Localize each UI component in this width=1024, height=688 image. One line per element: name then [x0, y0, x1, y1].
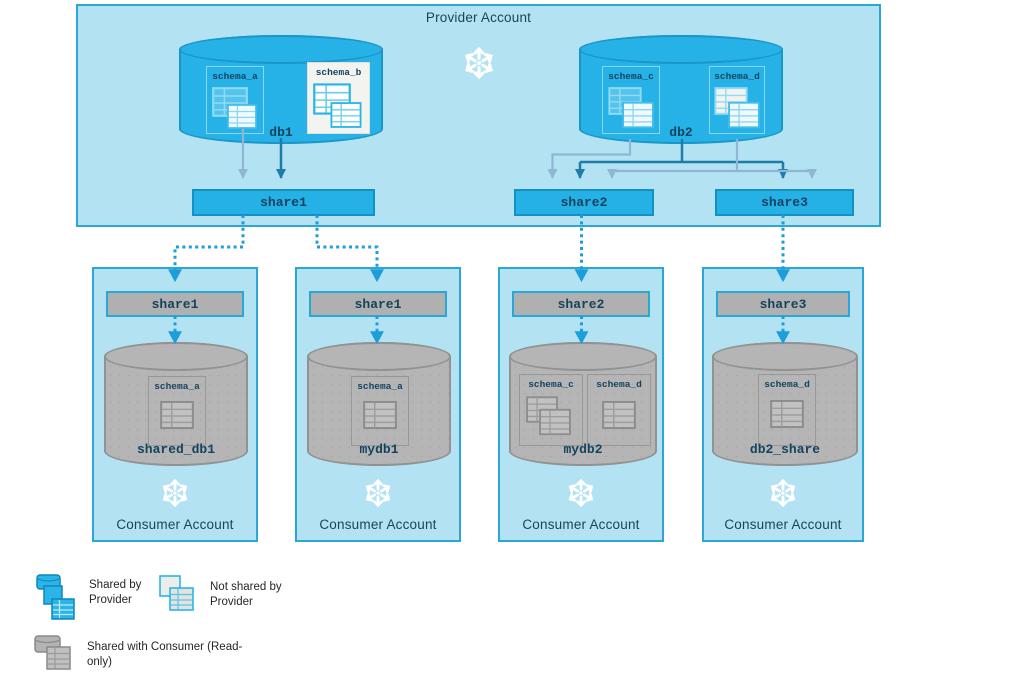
schema-d-label: schema_d	[596, 379, 642, 390]
legend-item-shared-by-provider: Shared by Provider	[33, 572, 169, 622]
table-stack-icon	[520, 391, 582, 445]
schema-a-label: schema_a	[357, 381, 403, 392]
snowflake-icon	[363, 478, 393, 508]
database-shared-db1: schema_a shared_db1	[104, 342, 248, 466]
schema-c-label: schema_c	[528, 379, 574, 390]
provider-account-box: Provider Account schema_a schema_b db1	[76, 4, 881, 227]
consumer-account-4-box: share3 schema_d db2_share Consumer Accou…	[702, 267, 864, 542]
legend-label: Not shared by Provider	[210, 581, 282, 608]
table-icon	[759, 391, 815, 445]
legend-label: Shared with Consumer (Read-only)	[87, 641, 243, 668]
share3-provider-box: share3	[715, 189, 854, 216]
share2-consumer-box: share2	[512, 291, 650, 317]
schema-a-consumer-box: schema_a	[148, 376, 206, 446]
consumer-account-title: Consumer Account	[116, 517, 234, 532]
schema-d-label: schema_d	[764, 379, 810, 390]
consumer-account-2-box: share1 schema_a mydb1 Consumer Account	[295, 267, 461, 542]
schema-c-provider-box: schema_c	[602, 66, 660, 134]
share1-consumer-box: share1	[309, 291, 447, 317]
db2-label: db2	[669, 125, 693, 140]
provider-account-title: Provider Account	[425, 10, 532, 25]
schema-d-consumer-box: schema_d	[758, 374, 816, 446]
mydb1-label: mydb1	[359, 442, 399, 457]
schema-d-consumer-box: schema_d	[587, 374, 651, 446]
schema-a-provider-box: schema_a	[206, 66, 264, 134]
table-icon	[588, 391, 650, 445]
schema-a-label: schema_a	[154, 381, 200, 392]
consumer-account-title: Consumer Account	[522, 517, 640, 532]
consumer-account-title: Consumer Account	[319, 517, 437, 532]
database-db2-share: schema_d db2_share	[712, 342, 858, 466]
schema-a-consumer-box: schema_a	[351, 376, 409, 446]
not-shared-by-provider-icon	[159, 575, 194, 611]
schema-d-label: schema_d	[714, 71, 760, 82]
snowflake-icon	[462, 46, 496, 80]
shared-by-provider-icon	[36, 574, 75, 620]
legend-item-not-shared-by-provider: Not shared by Provider	[158, 574, 315, 618]
snowflake-icon	[160, 478, 190, 508]
db2-share-label: db2_share	[749, 442, 821, 457]
table-icon	[352, 393, 408, 445]
shared-with-consumer-icon	[34, 635, 71, 670]
schema-c-consumer-box: schema_c	[519, 374, 583, 446]
db1-label: db1	[269, 125, 293, 140]
consumer-account-1-box: share1 schema_a shared_db1 Consumer Acco…	[92, 267, 258, 542]
shared-db1-label: shared_db1	[136, 442, 215, 457]
share2-provider-box: share2	[514, 189, 654, 216]
schema-d-provider-box: schema_d	[709, 66, 765, 134]
database-db1: schema_a schema_b db1	[179, 35, 383, 144]
consumer-account-title: Consumer Account	[724, 517, 842, 532]
database-db2: schema_c schema_d db2	[579, 35, 783, 144]
schema-b-label: schema_b	[315, 67, 362, 78]
database-mydb1: schema_a mydb1	[307, 342, 451, 466]
mydb2-label: mydb2	[563, 442, 603, 457]
schema-c-label: schema_c	[608, 71, 654, 82]
share1-provider-box: share1	[192, 189, 375, 216]
table-icon	[149, 393, 205, 445]
snowflake-icon	[566, 478, 596, 508]
legend-item-shared-with-consumer: Shared with Consumer (Read-only)	[33, 634, 247, 674]
share1-consumer-box: share1	[106, 291, 244, 317]
share3-consumer-box: share3	[716, 291, 850, 317]
snowflake-icon	[768, 478, 798, 508]
schema-a-label: schema_a	[212, 71, 258, 82]
consumer-account-3-box: share2 schema_c schema_d mydb2 Consumer …	[498, 267, 664, 542]
database-mydb2: schema_c schema_d mydb2	[509, 342, 657, 466]
schema-b-provider-box: schema_b	[307, 62, 370, 134]
legend-label: Shared by Provider	[89, 579, 142, 606]
